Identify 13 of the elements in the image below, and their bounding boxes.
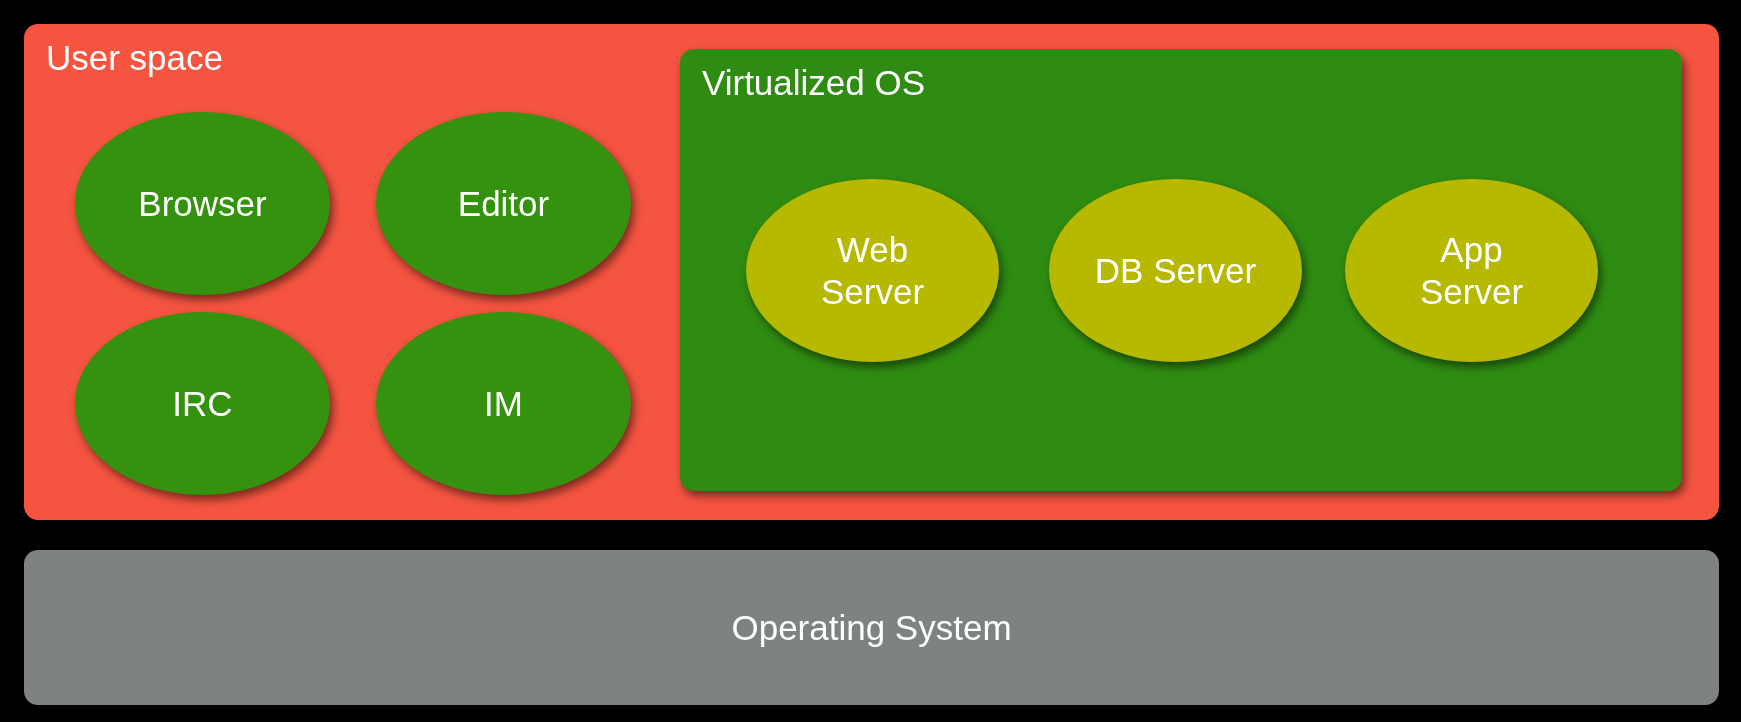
virtualized-os-panel <box>680 49 1682 491</box>
node-label: IM <box>484 382 523 425</box>
node-label: DB Server <box>1094 249 1257 292</box>
user-space-panel <box>24 24 1719 520</box>
node-label: IRC <box>172 382 233 425</box>
node-label: Web Server <box>819 228 926 313</box>
panel-title: User space <box>46 38 224 78</box>
operating-system-band <box>24 550 1719 705</box>
node-label: App Server <box>1418 228 1525 313</box>
node-label: Editor <box>457 182 550 225</box>
node-label: Browser <box>138 182 267 225</box>
panel-title: Virtualized OS <box>702 63 926 103</box>
node-label: Operating System <box>731 606 1012 649</box>
